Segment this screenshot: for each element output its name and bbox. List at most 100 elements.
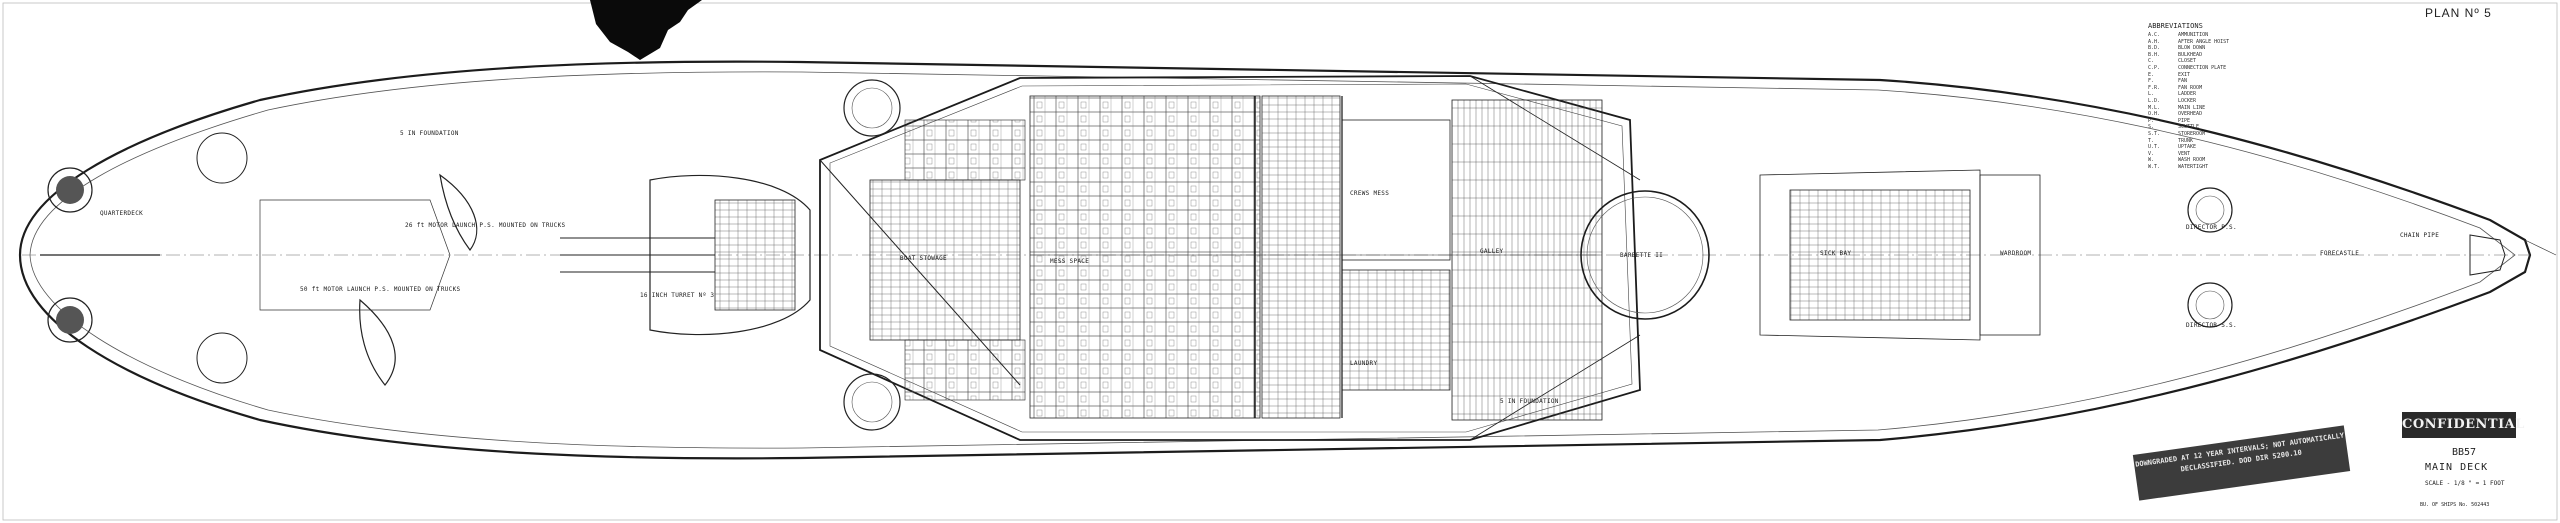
abbreviation-row: B.H.BULKHEAD: [2148, 52, 2298, 59]
abbreviation-code: A.C.: [2148, 32, 2161, 38]
abbreviation-meaning: AFTER ANGLE HOIST: [2178, 38, 2230, 45]
abbreviation-code: F.R.: [2148, 84, 2161, 91]
label-director-port: DIRECTOR P.S.: [2186, 224, 2237, 231]
abbreviation-meaning: OVERHEAD: [2178, 111, 2203, 118]
abbreviations-legend: ABBREVIATIONS A.C. AMMUNITION A.H. AFTER AN…: [2148, 22, 2298, 170]
barbette-2-outline: [1580, 190, 1710, 320]
abbreviation-row: O.H. OVERHEAD: [2148, 111, 2298, 118]
abbreviation-code: L.: [2148, 91, 2155, 98]
abbreviation-row: B.D. BLOW DOWN: [2148, 45, 2298, 52]
abbreviation-row: A.H. AFTER ANGLE HOIST: [2148, 39, 2298, 46]
label-crews-mess: CREWS MESS: [1350, 190, 1390, 197]
abbreviation-code: M.L.: [2148, 104, 2161, 111]
abbreviation-meaning: AMMUNITION: [2178, 32, 2209, 38]
label-quarterdeck: QUARTERDECK: [100, 210, 144, 217]
abbreviation-row: F. FAN: [2148, 78, 2298, 85]
abbreviation-row: U.T. UPTAKE: [2148, 144, 2298, 151]
label-laundry: LAUNDRY: [1350, 360, 1378, 367]
stern-capstans: [40, 167, 160, 343]
abbreviation-meaning: SCUTTLE: [2178, 124, 2200, 131]
abbreviation-row: E. EXIT: [2148, 72, 2298, 79]
abbreviation-row: F.R. FAN ROOM: [2148, 85, 2298, 92]
abbreviation-code: C.P.: [2148, 64, 2161, 71]
abbreviation-meaning: FAN: [2178, 78, 2188, 85]
abbreviation-meaning: WASH ROOM: [2178, 157, 2206, 164]
label-sick-bay: SICK BAY: [1820, 250, 1852, 257]
abbreviation-code: S.T.: [2148, 130, 2161, 137]
label-wardroom: WARDROOM: [2000, 250, 2032, 257]
abbreviation-code: C.: [2148, 58, 2155, 65]
label-forecastle: FORECASTLE: [2320, 250, 2360, 257]
abbreviation-meaning: UPTAKE: [2178, 144, 2197, 151]
abbreviation-code: V.: [2148, 150, 2155, 157]
abbreviation-code: E.: [2148, 71, 2155, 78]
abbreviation-row: P. PIPE: [2148, 118, 2298, 125]
label-motor-launch-fwd: 26 ft MOTOR LAUNCH P.S. MOUNTED ON TRUCK…: [405, 222, 566, 229]
abbreviation-code: W.: [2148, 157, 2155, 164]
abbreviation-code: B.D.: [2148, 45, 2161, 52]
abbreviations-title: ABBREVIATIONS: [2148, 22, 2203, 30]
title-drawing-no: BU. OF SHIPS No. 502443: [2420, 502, 2490, 508]
abbreviation-row: S.T. STOREROOM: [2148, 131, 2298, 138]
abbreviation-row: W.T. WATERTIGHT: [2148, 164, 2298, 171]
abbreviation-code: O.H.: [2148, 111, 2161, 118]
label-turret-3: 16 INCH TURRET Nº 3: [640, 292, 715, 299]
abbreviation-code: W.T.: [2148, 163, 2161, 170]
abbreviation-code: U.T.: [2148, 144, 2161, 151]
forward-deckhouses: [1759, 169, 2041, 341]
turret-3-outline: [560, 174, 811, 336]
abbreviation-code: F.: [2148, 78, 2155, 85]
abbreviation-code: L.D.: [2148, 97, 2161, 104]
abbreviation-meaning: FAN ROOM: [2178, 84, 2203, 91]
abbreviation-row: A.C. AMMUNITION: [2148, 32, 2298, 39]
abbreviation-code: B.H.: [2148, 51, 2161, 58]
abbreviation-meaning: EXIT: [2178, 71, 2191, 78]
label-director-stbd: DIRECTOR S.S.: [2186, 322, 2237, 329]
abbreviation-row: W. WASH ROOM: [2148, 157, 2298, 164]
boat-launches: [259, 173, 478, 386]
abbreviation-row: T. TRUNK: [2148, 138, 2298, 145]
abbreviation-row: L. LADDER: [2148, 91, 2298, 98]
abbreviation-row: L.D. LOCKER: [2148, 98, 2298, 105]
abbreviation-code: S.: [2148, 124, 2155, 131]
abbreviation-row: C.P. CONNECTION PLATE: [2148, 65, 2298, 72]
label-galley: GALLEY: [1480, 248, 1504, 255]
abbreviation-code: A.H.: [2148, 38, 2161, 45]
plan-number: PLAN Nº 5: [2425, 6, 2492, 20]
label-foundation-2: 5 IN FOUNDATION: [1500, 398, 1559, 405]
abbreviation-row: C. CLOSET: [2148, 58, 2298, 65]
compartment-grid: [869, 95, 1603, 421]
label-motor-launch-aft: 50 ft MOTOR LAUNCH P.S. MOUNTED ON TRUCK…: [300, 286, 461, 293]
title-ship: BB57: [2452, 447, 2477, 458]
abbreviation-meaning: WATERTIGHT: [2178, 163, 2209, 170]
abbreviation-meaning: PIPE: [2178, 117, 2191, 124]
abbreviation-meaning: CLOSET: [2178, 58, 2197, 65]
bow-anchor: [2469, 234, 2506, 276]
abbreviation-meaning: CONNECTION PLATE: [2178, 64, 2227, 71]
abbreviation-meaning: VENT: [2178, 150, 2191, 157]
label-boat-stowage: BOAT STOWAGE: [900, 255, 947, 262]
label-barbette-2: BARBETTE II: [1620, 252, 1664, 259]
diagonal-members: [819, 75, 1641, 441]
title-scale: SCALE - 1/8 " = 1 FOOT: [2425, 480, 2505, 487]
title-deck: MAIN DECK: [2425, 462, 2489, 473]
superstructure-outline: [819, 75, 1641, 441]
abbreviation-meaning: BLOW DOWN: [2178, 45, 2206, 52]
abbreviation-meaning: STOREROOM: [2178, 130, 2206, 137]
abbreviation-row: M.L. MAIN LINE: [2148, 105, 2298, 112]
confidential-stamp: CONFIDENTIAL: [2402, 412, 2524, 438]
abbreviation-code: P.: [2148, 117, 2155, 124]
hull-outline: [18, 60, 2557, 460]
abbreviation-meaning: TRUNK: [2178, 137, 2194, 144]
label-foundation-1: 5 IN FOUNDATION: [400, 130, 459, 137]
abbreviation-meaning: LADDER: [2178, 91, 2197, 98]
gun-mounts: [196, 79, 2233, 431]
abbreviation-meaning: LOCKER: [2178, 97, 2197, 104]
abbreviation-row: S. SCUTTLE: [2148, 124, 2298, 131]
abbreviation-row: V. VENT: [2148, 151, 2298, 158]
abbreviation-code: T.: [2148, 137, 2155, 144]
abbreviation-meaning: MAIN LINE: [2178, 104, 2206, 111]
